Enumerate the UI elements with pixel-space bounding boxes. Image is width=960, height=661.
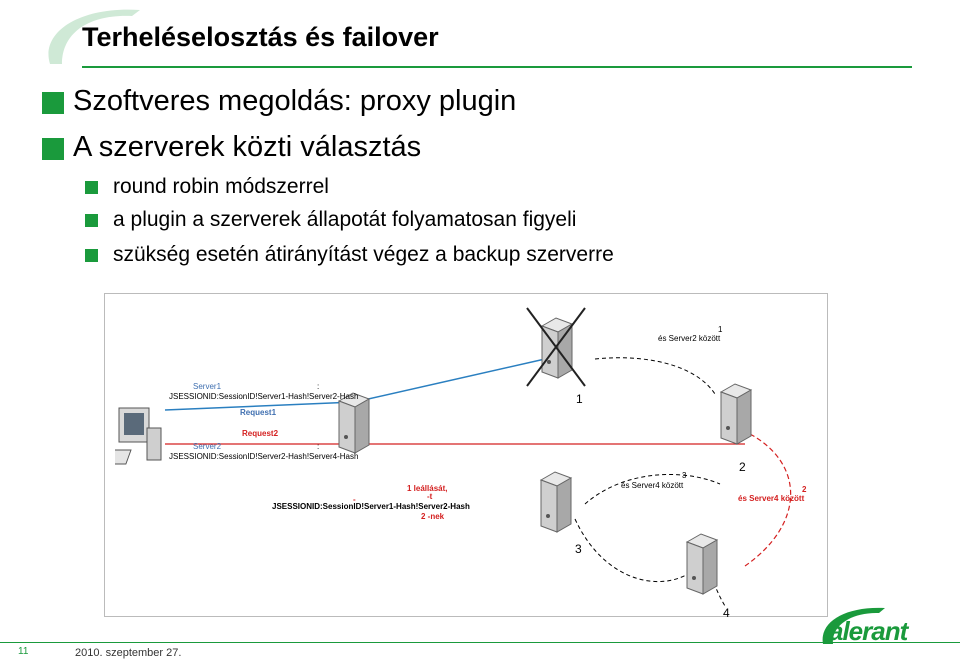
logo-swoosh-icon <box>822 607 885 644</box>
title-divider <box>82 66 912 68</box>
colon-label: : <box>317 442 320 451</box>
logo-text: alerant <box>829 616 908 646</box>
diagram-lines <box>164 357 792 607</box>
jsession-label-1: JSESSIONID:SessionID!Server1-Hash!Server… <box>169 392 359 401</box>
sub-bullet-square-icon <box>85 181 98 194</box>
client-computer-icon <box>115 407 162 465</box>
marker-2: 2 <box>739 460 746 474</box>
footer-date: 2010. szeptember 27. <box>75 647 182 659</box>
sub-bullet-text: a plugin a szerverek állapotát folyamato… <box>113 208 577 231</box>
between-server2-label: és Server2 között <box>658 334 721 343</box>
marker-3-small: 3 <box>682 471 687 480</box>
failover-jsession: JSESSIONID:SessionID!Server1-Hash!Server… <box>272 502 470 511</box>
failover-t: -t <box>427 492 433 501</box>
failover-diagram: Server1 : JSESSIONID:SessionID!Server1-H… <box>104 293 828 620</box>
marker-1: 1 <box>576 392 583 406</box>
sub-bullet-square-icon <box>85 249 98 262</box>
page-number: 11 <box>18 646 29 657</box>
server3-icon <box>539 471 573 533</box>
marker-3: 3 <box>575 542 582 556</box>
header-swoosh <box>48 9 140 64</box>
colon-label: : <box>317 382 320 391</box>
bullet-text: A szerverek közti választás <box>73 131 422 163</box>
marker-2-red: 2 <box>802 485 807 494</box>
footer-divider <box>0 642 960 643</box>
failover-dash: - <box>353 495 356 504</box>
failure-cross-icon <box>526 307 586 387</box>
request1-label: Request1 <box>240 408 277 417</box>
bullet-square-icon <box>42 138 64 160</box>
server1-icon <box>337 392 371 454</box>
sub-bullet-square-icon <box>85 214 98 227</box>
jsession-label-2: JSESSIONID:SessionID!Server2-Hash!Server… <box>169 452 359 461</box>
failover-nek: 2 -nek <box>421 512 445 521</box>
sub-bullet-text: round robin módszerrel <box>113 175 329 198</box>
between-server4-label: és Server4 között <box>621 481 684 490</box>
failover-text-1: 1 leállását, <box>407 484 448 493</box>
bullet-square-icon <box>42 92 64 114</box>
server2-label: Server2 <box>193 442 222 451</box>
between-server4-red-label: és Server4 között <box>738 494 805 503</box>
alerant-logo: alerant <box>815 600 925 650</box>
server2-icon <box>719 383 753 445</box>
server4-icon <box>685 533 719 595</box>
request2-label: Request2 <box>242 429 279 438</box>
sub-bullet-text: szükség esetén átirányítást végez a back… <box>113 243 614 266</box>
marker-4: 4 <box>723 606 730 620</box>
server1-label: Server1 <box>193 382 222 391</box>
page-title: Terheléselosztás és failover <box>82 22 439 52</box>
marker-1-small: 1 <box>718 325 723 334</box>
bullet-text: Szoftveres megoldás: proxy plugin <box>73 85 517 117</box>
